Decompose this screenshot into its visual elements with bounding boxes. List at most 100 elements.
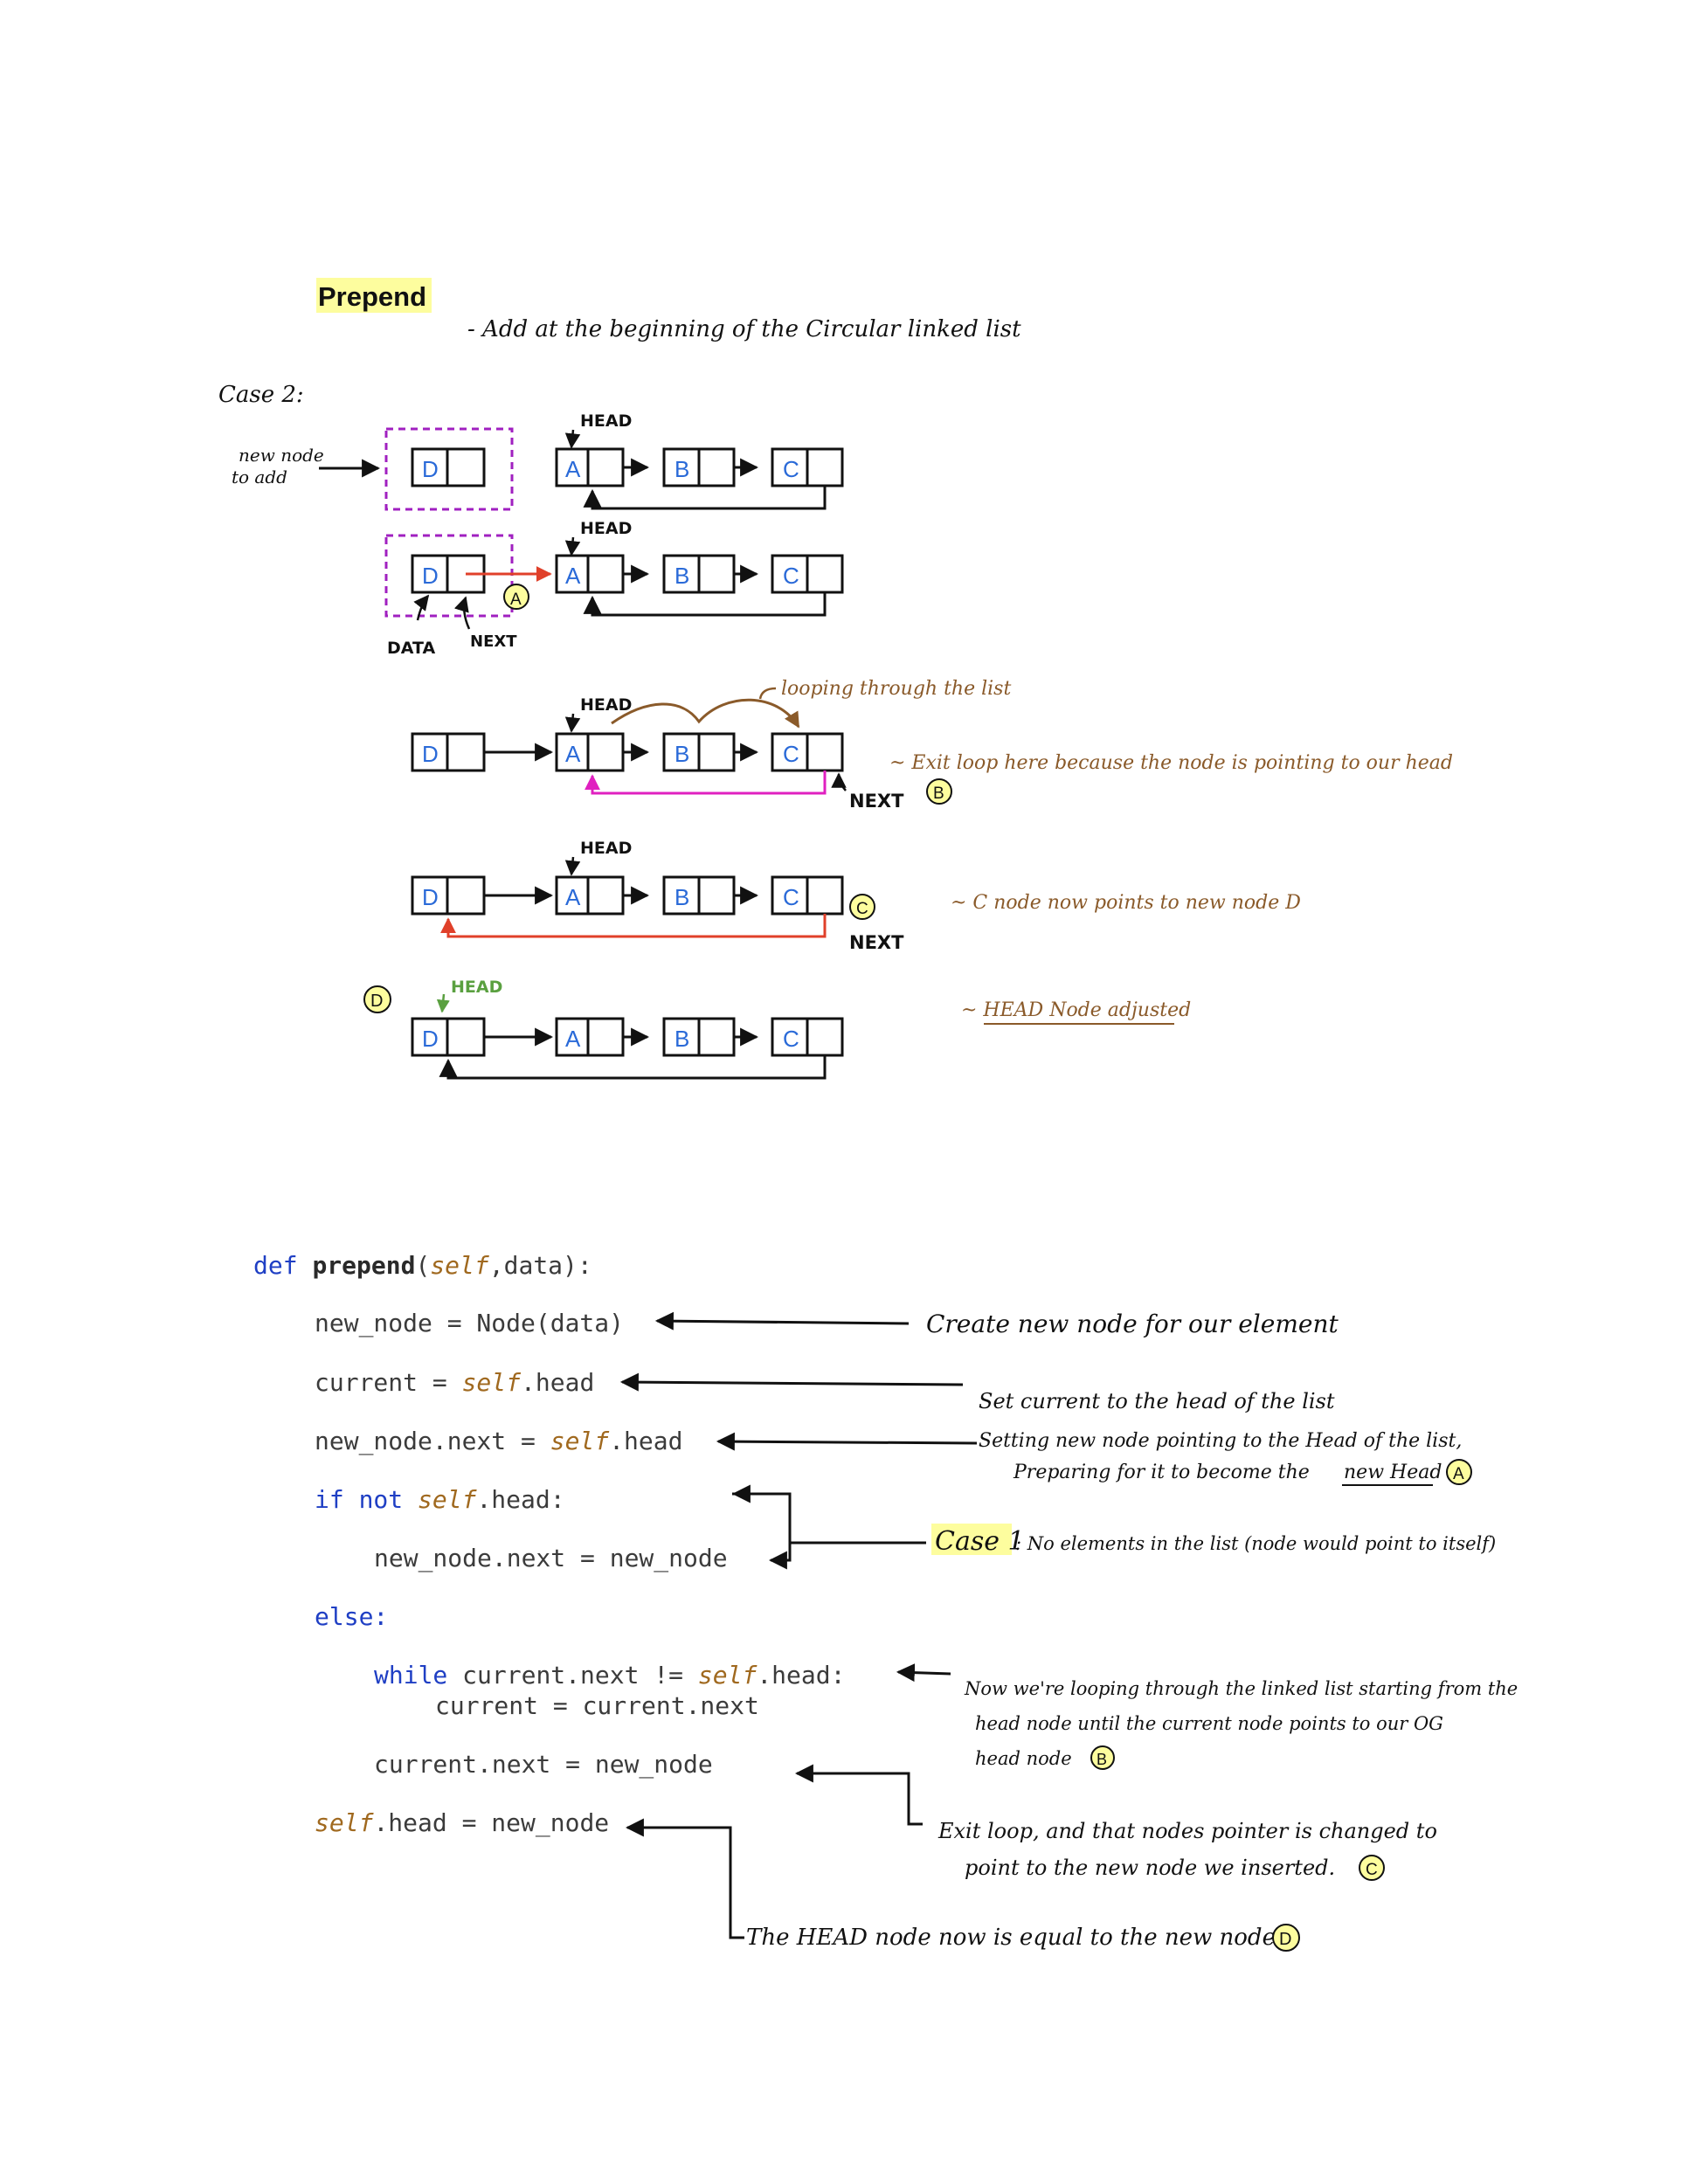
note-set-current: Set current to the head of the list bbox=[979, 1389, 1335, 1413]
next-label-arrow bbox=[453, 596, 471, 630]
next-label-row3: NEXT bbox=[849, 791, 904, 812]
next-label-row2: NEXT bbox=[470, 632, 517, 651]
arrow-set-current bbox=[619, 1372, 964, 1392]
row4-node-d: D bbox=[411, 875, 486, 916]
new-node-label-line1: new node bbox=[239, 445, 324, 466]
note-marker-b-circle bbox=[1090, 1745, 1115, 1770]
marker-d-circle bbox=[363, 985, 391, 1013]
row3-magenta-loop-arrow bbox=[585, 771, 827, 795]
row1-head-arrow bbox=[564, 429, 581, 449]
node-letter: B bbox=[675, 563, 689, 589]
note-setting-next-1: Setting new node pointing to the Head of… bbox=[979, 1430, 1462, 1452]
row1-node-c: C bbox=[771, 447, 844, 487]
data-label-arrow bbox=[413, 594, 430, 621]
row3-head-label: HEAD bbox=[580, 695, 632, 715]
row3-node-a: A bbox=[555, 732, 625, 772]
row4-red-loop-arrow bbox=[440, 914, 827, 938]
marker-b-circle bbox=[926, 778, 952, 805]
row3-next-arrow bbox=[831, 772, 847, 791]
row1-loop-back-arrow bbox=[583, 486, 827, 510]
row5-node-d: D bbox=[411, 1017, 486, 1057]
case2-label: Case 2: bbox=[218, 382, 304, 408]
node-letter: A bbox=[565, 741, 581, 767]
row1-node-d: D bbox=[411, 447, 486, 487]
note-marker-a-circle bbox=[1446, 1459, 1472, 1485]
marker-a-circle bbox=[503, 584, 529, 610]
code-line-11: self.head = new_node bbox=[315, 1808, 609, 1838]
node-letter: C bbox=[783, 563, 799, 589]
note-exit-1: Exit loop, and that nodes pointer is cha… bbox=[937, 1819, 1437, 1843]
looping-annotation: looping through the list bbox=[781, 678, 1011, 700]
row2-node-a: A bbox=[555, 554, 625, 594]
looping-label-leader bbox=[758, 687, 777, 700]
looping-curve-arrow bbox=[611, 698, 800, 729]
note-loop-2: head node until the current node points … bbox=[975, 1713, 1443, 1734]
marker-d-label: D bbox=[370, 992, 383, 1011]
node-letter: A bbox=[565, 1026, 581, 1052]
data-label: DATA bbox=[387, 639, 435, 658]
row3-node-c: C bbox=[771, 732, 844, 772]
new-node-label-line2: to add bbox=[232, 467, 287, 487]
code-line-8: while current.next != self.head: bbox=[374, 1661, 845, 1690]
row2-loop-back-arrow bbox=[583, 592, 827, 617]
note-marker-c-circle bbox=[1359, 1855, 1385, 1881]
note-marker-d-label: D bbox=[1279, 1930, 1291, 1949]
note-head-now: The HEAD node now is equal to the new no… bbox=[746, 1925, 1276, 1951]
c-points-annotation: ~ C node now points to new node D bbox=[951, 892, 1301, 914]
node-letter: D bbox=[422, 1026, 439, 1052]
node-letter: C bbox=[783, 741, 799, 767]
head-adjusted-annotation: ~ HEAD Node adjusted bbox=[961, 999, 1191, 1021]
note-loop-3: head node bbox=[975, 1748, 1072, 1769]
arrow-setting-next bbox=[716, 1432, 978, 1451]
note-setting-next-2: Preparing for it to become the bbox=[1013, 1462, 1310, 1483]
arrow-while-loop bbox=[896, 1663, 951, 1683]
row2-head-arrow bbox=[564, 536, 581, 556]
note-case1-rest: : No elements in the list (node would po… bbox=[1015, 1533, 1496, 1554]
node-letter: A bbox=[565, 456, 581, 482]
marker-b-label: B bbox=[933, 784, 944, 803]
code-line-4: new_node.next = self.head bbox=[315, 1427, 682, 1456]
node-letter: C bbox=[783, 456, 799, 482]
marker-a-label: A bbox=[510, 591, 522, 609]
node-letter: B bbox=[675, 456, 689, 482]
row3-node-d: D bbox=[411, 732, 486, 772]
row5-node-a: A bbox=[555, 1017, 625, 1057]
row1-node-a: A bbox=[555, 447, 625, 487]
marker-c-label: C bbox=[856, 900, 868, 918]
marker-c-circle bbox=[849, 894, 875, 920]
row4-head-label: HEAD bbox=[580, 839, 632, 858]
code-line-3: current = self.head bbox=[315, 1368, 594, 1397]
title-highlight bbox=[316, 278, 432, 313]
exit-loop-annotation: ~ Exit loop here because the node is poi… bbox=[889, 752, 1453, 774]
case1-bracket bbox=[732, 1492, 792, 1562]
code-line-5: if not self.head: bbox=[315, 1485, 565, 1514]
note-marker-a-label: A bbox=[1453, 1465, 1464, 1483]
node-letter: C bbox=[783, 884, 799, 910]
row5-node-b: B bbox=[662, 1017, 736, 1057]
next-label-row4: NEXT bbox=[849, 932, 904, 953]
row3-head-arrow bbox=[564, 713, 581, 733]
row4-head-arrow bbox=[564, 856, 581, 876]
node-letter: A bbox=[565, 884, 581, 910]
row2-node-b: B bbox=[662, 554, 736, 594]
row2-head-label: HEAD bbox=[580, 519, 632, 538]
arrow-head-now bbox=[625, 1818, 744, 1939]
note-new-head: new Head bbox=[1344, 1462, 1442, 1483]
row5-node-c: C bbox=[771, 1017, 844, 1057]
node-letter: D bbox=[422, 563, 439, 589]
node-letter: D bbox=[422, 884, 439, 910]
code-line-2: new_node = Node(data) bbox=[315, 1309, 624, 1338]
node-letter: C bbox=[783, 1026, 799, 1052]
row2-dashed-box bbox=[384, 534, 514, 618]
row4-node-a: A bbox=[555, 875, 625, 916]
note-marker-c-label: C bbox=[1366, 1861, 1378, 1879]
code-line-7: else: bbox=[315, 1602, 388, 1631]
row4-node-b: B bbox=[662, 875, 736, 916]
note-loop-1: Now we're looping through the linked lis… bbox=[964, 1678, 1518, 1699]
row1-head-label: HEAD bbox=[580, 411, 632, 431]
new-node-dashed-box bbox=[384, 427, 514, 511]
node-letter: A bbox=[565, 563, 581, 589]
note-marker-d-circle bbox=[1272, 1924, 1300, 1952]
row5-loop-back-arrow bbox=[439, 1055, 827, 1080]
